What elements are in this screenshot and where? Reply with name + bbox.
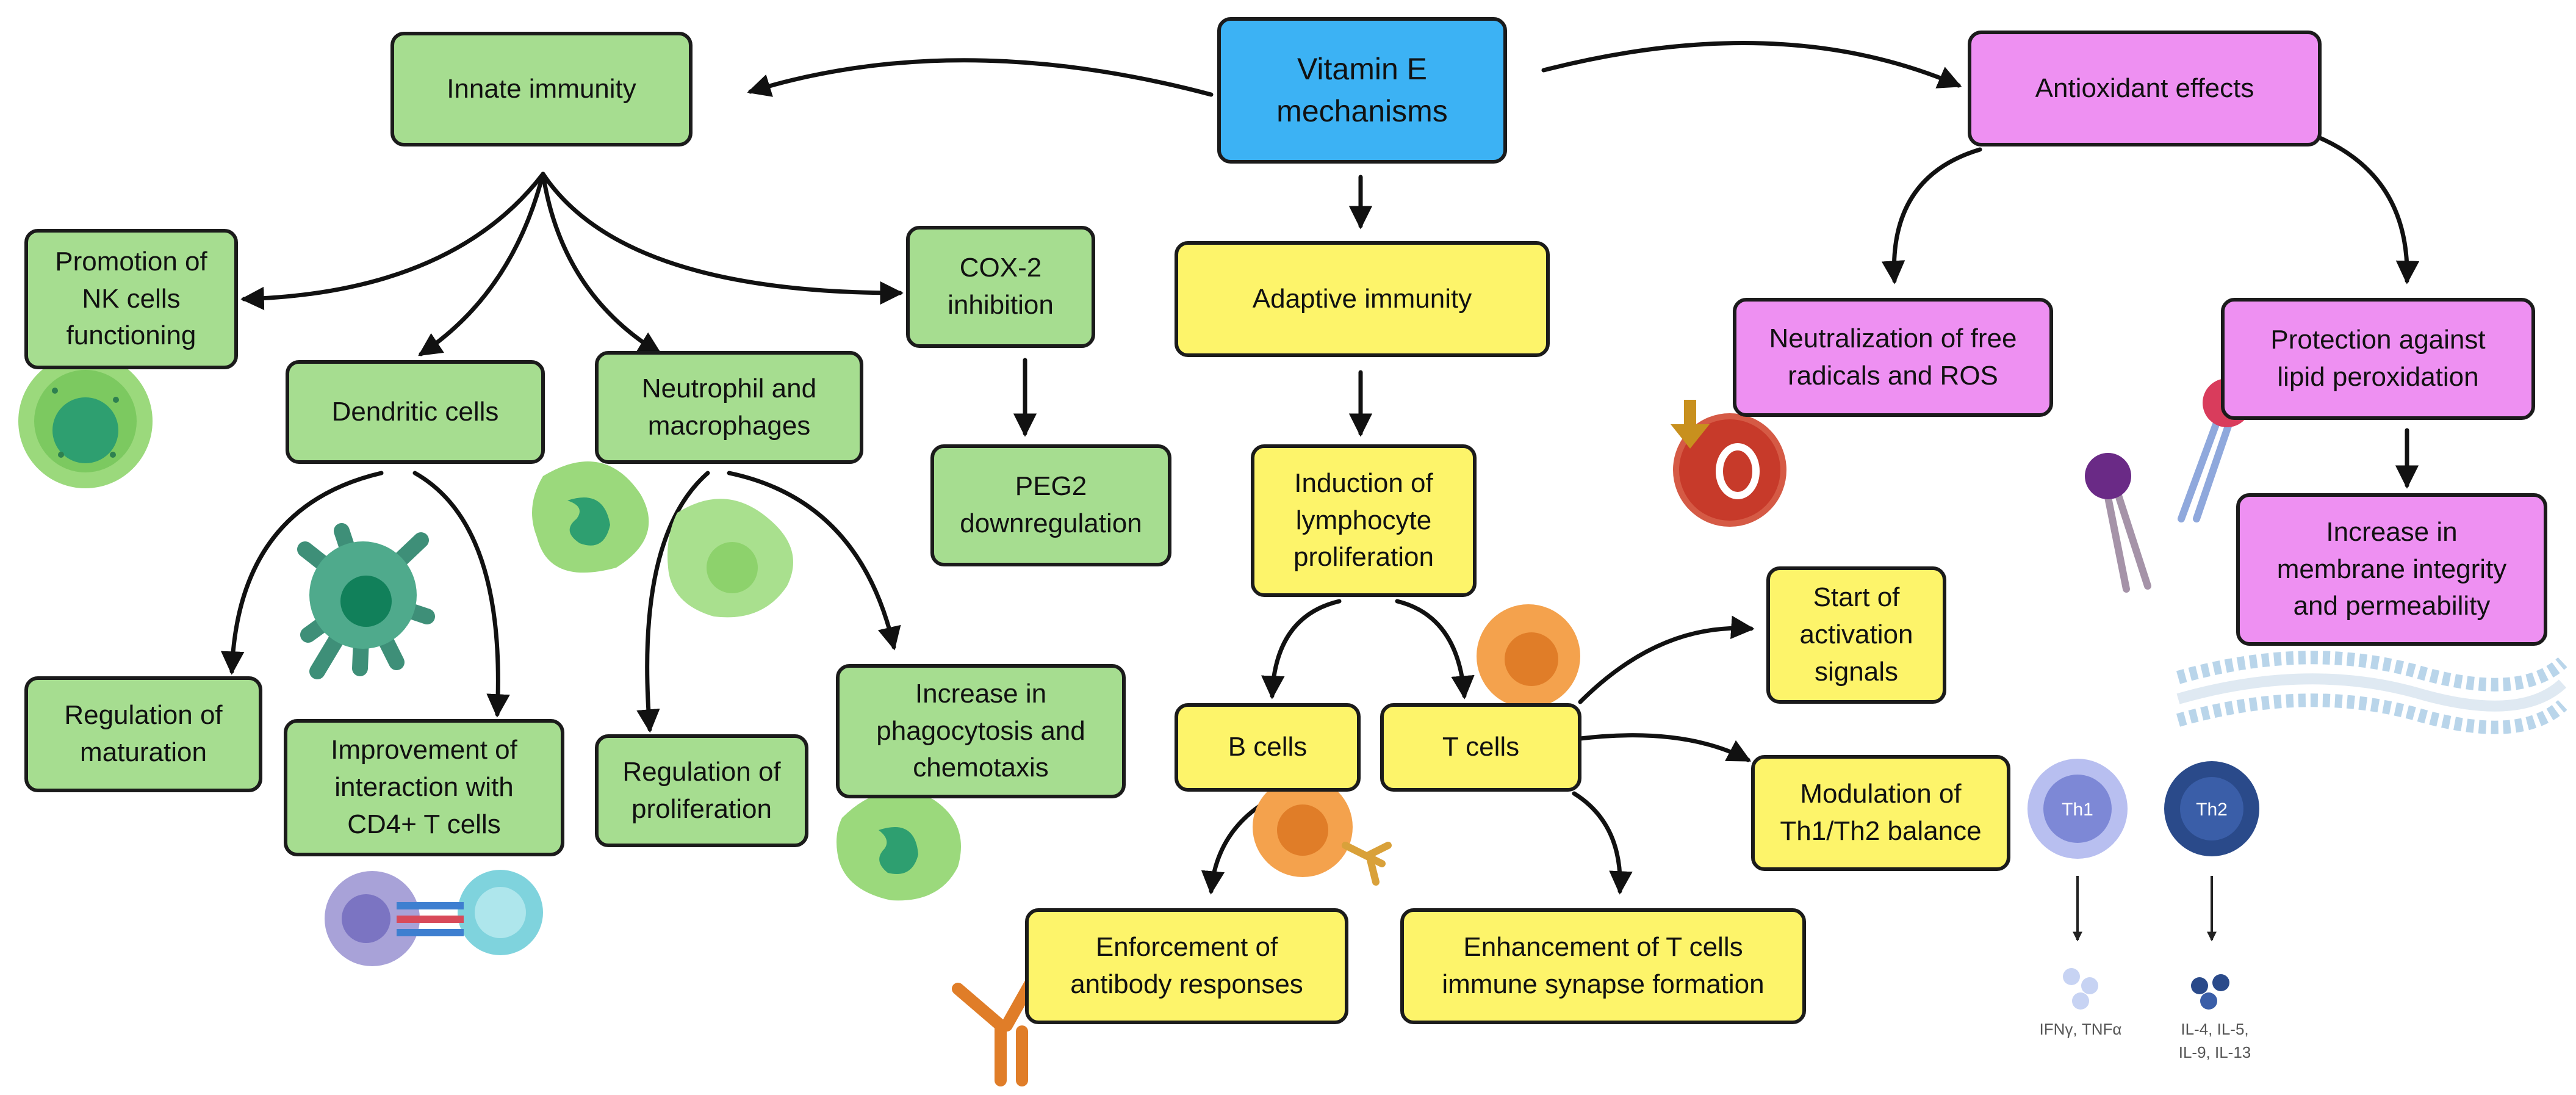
lipid-bilayer-icon bbox=[2176, 651, 2567, 734]
b-cell-icon bbox=[1253, 777, 1392, 886]
antibody-icon bbox=[952, 970, 1040, 1086]
antioxidant-effects-node: Antioxidant effects bbox=[1968, 31, 2322, 146]
th1-cytokines-label: IFNγ, TNFα bbox=[2039, 1020, 2122, 1038]
cd4-interaction-icon bbox=[325, 870, 543, 966]
nk-cells-node: Promotion of NK cells functioning bbox=[24, 229, 238, 369]
t-cells-node: T cells bbox=[1380, 703, 1581, 792]
arrow-dendritic-to-cd4 bbox=[412, 471, 510, 718]
oxygen-radical-icon bbox=[1671, 400, 1786, 527]
arrow-neutrophil-to-phago bbox=[727, 471, 901, 651]
lymphocyte-proliferation-node: Induction of lymphocyte proliferation bbox=[1251, 444, 1477, 597]
neutrophil-icon bbox=[532, 461, 649, 573]
nk-cell-icon bbox=[18, 354, 153, 488]
arrow-tcells-to-th1th2 bbox=[1578, 733, 1752, 762]
connectors bbox=[220, 41, 2420, 895]
arrow-lymph-to-tcells bbox=[1395, 599, 1475, 699]
membrane-integrity-node: Increase in membrane integrity and perme… bbox=[2236, 493, 2547, 646]
arrow-root-to-antioxidant bbox=[1541, 41, 1962, 89]
arrow-antioxidant-to-freeradicals bbox=[1881, 147, 1982, 284]
arrow-root-to-innate bbox=[747, 58, 1214, 97]
antibody-responses-node: Enforcement of antibody responses bbox=[1025, 908, 1348, 1024]
dendritic-cell-icon bbox=[297, 523, 435, 679]
vitamin-e-mechanisms-node: Vitamin E mechanisms bbox=[1217, 17, 1507, 164]
phagocytosis-node: Increase in phagocytosis and chemotaxis bbox=[836, 664, 1126, 798]
arrow-tcells-to-activation bbox=[1578, 615, 1755, 704]
arrow-innate-to-neutrophil bbox=[541, 172, 662, 355]
arrow-neutrophil-to-prolif bbox=[636, 471, 710, 733]
lipid-peroxidation-node: Protection against lipid peroxidation bbox=[2221, 298, 2535, 420]
th1-cell-icon: Th1 bbox=[2027, 759, 2128, 1010]
th2-label: Th2 bbox=[2196, 800, 2228, 820]
arrow-innate-to-nk bbox=[240, 172, 545, 311]
cd4-interaction-node: Improvement of interaction with CD4+ T c… bbox=[284, 719, 564, 856]
regulation-maturation-node: Regulation of maturation bbox=[24, 676, 262, 792]
th2-cell-icon: Th2 bbox=[2164, 761, 2259, 1010]
activation-signals-node: Start of activation signals bbox=[1766, 566, 1946, 704]
immune-synapse-node: Enhancement of T cells immune synapse fo… bbox=[1400, 908, 1806, 1024]
macrophage-icon bbox=[667, 499, 793, 618]
arrow-tcells-to-synapse bbox=[1572, 791, 1633, 895]
th1-th2-balance-node: Modulation of Th1/Th2 balance bbox=[1751, 755, 2010, 871]
b-cells-node: B cells bbox=[1175, 703, 1361, 792]
arrow-innate-to-dendritic bbox=[418, 172, 545, 356]
arrow-antioxidant-to-lipid bbox=[2316, 135, 2420, 284]
regulation-proliferation-node: Regulation of proliferation bbox=[595, 734, 808, 847]
neutrophil-macrophages-node: Neutrophil and macrophages bbox=[595, 351, 863, 464]
arrow-innate-to-cox2 bbox=[541, 172, 904, 305]
phagocyte-icon bbox=[836, 790, 961, 901]
peg2-downregulation-node: PEG2 downregulation bbox=[930, 444, 1171, 566]
adaptive-immunity-node: Adaptive immunity bbox=[1175, 241, 1550, 357]
cox2-inhibition-node: COX-2 inhibition bbox=[906, 226, 1095, 348]
t-cell-icon bbox=[1477, 604, 1580, 708]
th2-cytokines-label: IL-4, IL-5, IL-9, IL-13 bbox=[2178, 1020, 2251, 1061]
th1-label: Th1 bbox=[2062, 800, 2093, 820]
arrow-dendritic-to-maturation bbox=[220, 471, 384, 675]
arrow-lymph-to-bcells bbox=[1261, 599, 1342, 699]
free-radicals-node: Neutralization of free radicals and ROS bbox=[1733, 298, 2053, 417]
dendritic-cells-node: Dendritic cells bbox=[286, 360, 545, 464]
innate-immunity-node: Innate immunity bbox=[390, 32, 693, 146]
